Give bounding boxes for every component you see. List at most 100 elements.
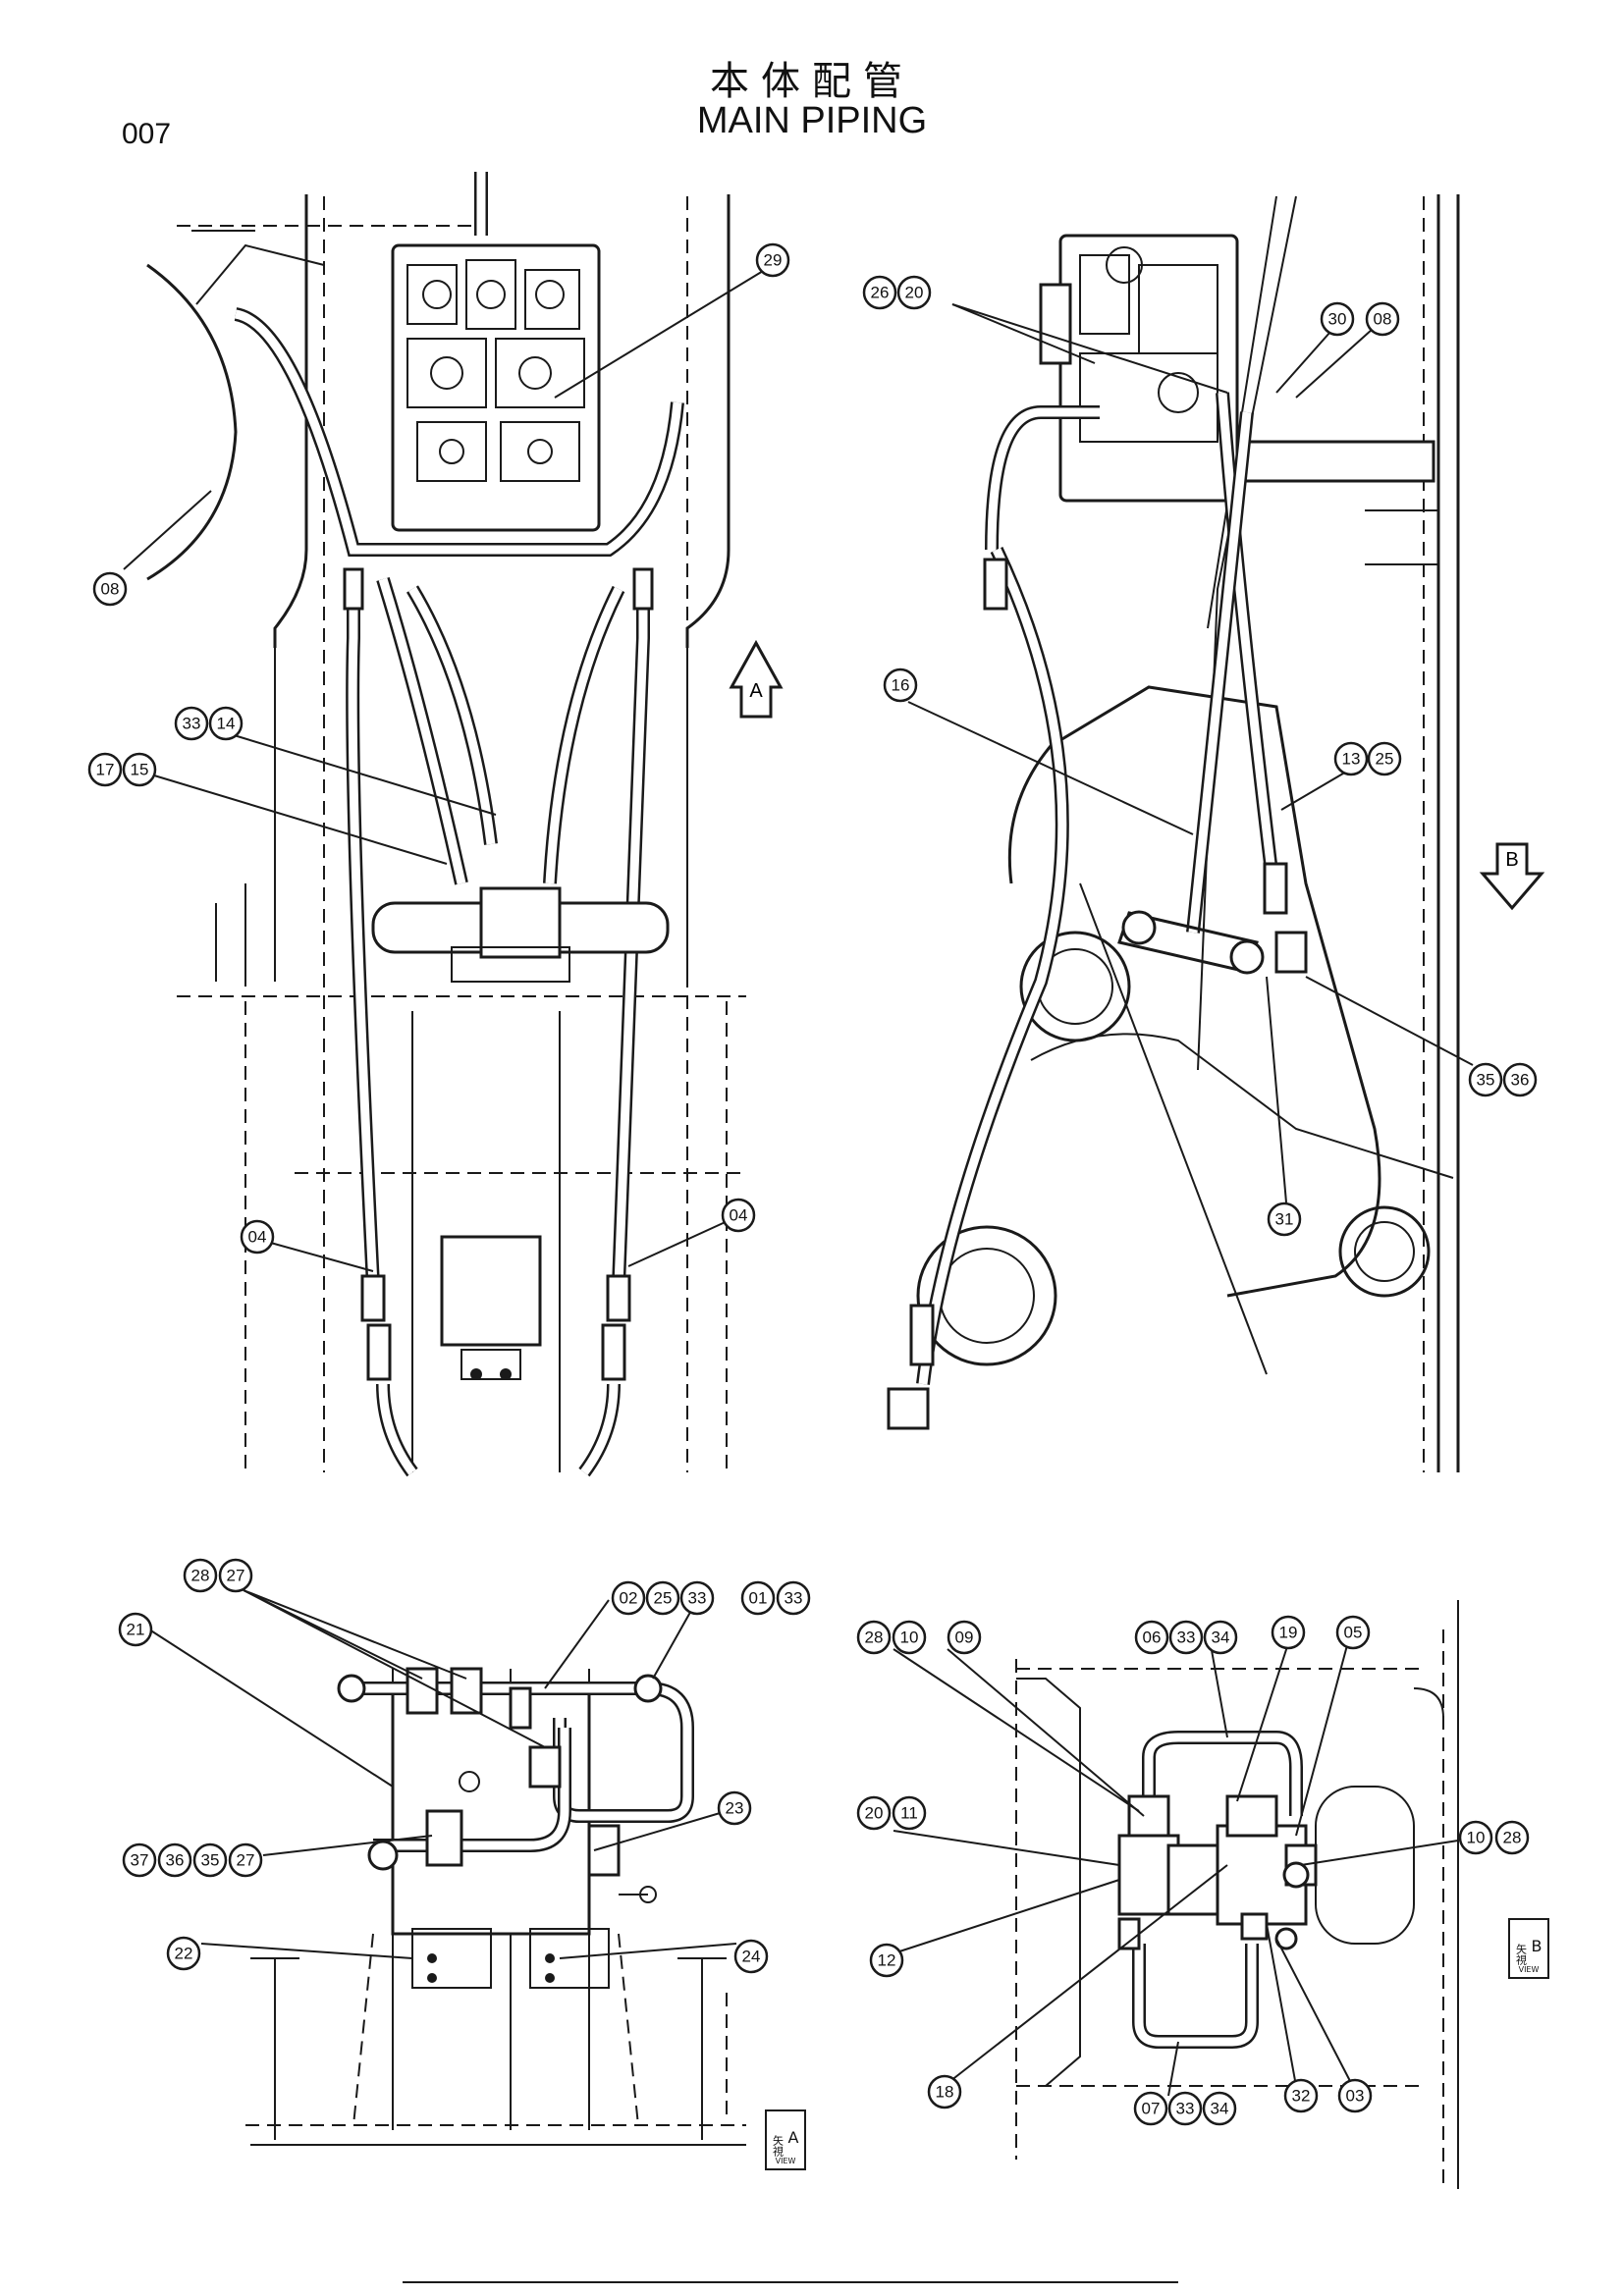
top-right-view: B [887,194,1545,1472]
callout-balloon: 08 [92,571,128,607]
svg-text:25: 25 [1376,750,1394,769]
svg-text:08: 08 [101,580,120,599]
callout-balloon: 19 [1271,1615,1306,1650]
svg-text:B: B [1532,1937,1543,1955]
svg-text:11: 11 [900,1804,918,1823]
callout-balloon: 36 [1502,1062,1538,1097]
page-title: MAIN PIPING [696,100,928,141]
callout-balloon: 33 [776,1580,811,1616]
callout-balloon: 28 [856,1620,892,1655]
callout-balloon: 22 [166,1936,201,1971]
svg-text:28: 28 [1503,1829,1522,1847]
callout-balloon: 35 [192,1842,228,1878]
svg-text:A: A [788,2128,799,2147]
svg-text:18: 18 [936,2083,954,2102]
page-title-japanese: 本体配管 [710,59,914,104]
callouts-top-left: 08 29 33 14 17 15 04 04 [87,242,790,1255]
svg-text:20: 20 [905,284,924,302]
callout-balloon: 20 [896,275,932,310]
svg-text:24: 24 [742,1948,761,1966]
svg-text:23: 23 [726,1799,744,1818]
callout-balloon: 34 [1202,2091,1237,2126]
callout-leaders [123,264,1474,2097]
callout-balloon: 28 [183,1558,218,1593]
top-left-view: A [146,172,784,1477]
callout-balloon: 25 [1367,741,1402,776]
svg-text:27: 27 [227,1567,245,1585]
svg-text:30: 30 [1328,310,1347,329]
view-a: 矢視 A VIEW [245,1667,806,2170]
svg-text:10: 10 [900,1629,919,1647]
svg-text:01: 01 [749,1589,768,1608]
svg-text:17: 17 [96,761,115,779]
callout-balloon: 24 [733,1939,769,1974]
svg-text:35: 35 [1477,1071,1495,1090]
callout-balloon: 05 [1335,1615,1371,1650]
svg-text:33: 33 [785,1589,803,1608]
callout-balloon: 34 [1203,1620,1238,1655]
callout-balloon: 11 [892,1795,927,1831]
callout-balloon: 10 [892,1620,927,1655]
svg-text:36: 36 [1511,1071,1530,1090]
svg-text:矢視: 矢視 [1515,1943,1528,1966]
svg-text:06: 06 [1143,1629,1162,1647]
callout-balloon: 07 [1133,2091,1168,2126]
svg-text:35: 35 [201,1851,220,1870]
callouts-view-a: 28 27 21 02 25 33 01 33 23 37 36 35 27 2… [118,1558,811,1974]
callout-balloon: 02 [611,1580,646,1616]
callout-balloon: 33 [174,706,209,741]
callout-balloon: 14 [208,706,244,741]
svg-text:04: 04 [730,1206,748,1225]
callout-balloon: 23 [717,1790,752,1826]
callout-balloon: 37 [122,1842,157,1878]
arrow-a-label: A [749,680,763,702]
callout-balloon: 03 [1337,2078,1373,2113]
callout-balloon: 25 [645,1580,680,1616]
callout-balloon: 18 [927,2074,962,2109]
svg-text:33: 33 [688,1589,707,1608]
callout-balloon: 10 [1458,1820,1493,1855]
callout-balloon: 06 [1134,1620,1169,1655]
svg-text:29: 29 [764,251,783,270]
callout-balloon: 29 [755,242,790,278]
arrow-b-label: B [1505,849,1518,871]
callout-balloon: 33 [1167,2091,1203,2126]
callout-balloon: 33 [679,1580,715,1616]
svg-text:10: 10 [1467,1829,1486,1847]
callout-balloon: 04 [240,1219,275,1255]
svg-text:31: 31 [1275,1210,1294,1229]
svg-text:16: 16 [892,676,910,695]
svg-text:32: 32 [1292,2087,1311,2106]
callout-balloon: 31 [1267,1201,1302,1237]
svg-text:33: 33 [1176,2100,1195,2118]
callout-balloon: 30 [1320,301,1355,337]
callout-balloon: 08 [1365,301,1400,337]
svg-text:03: 03 [1346,2087,1365,2106]
callout-balloon: 27 [228,1842,263,1878]
callout-balloon: 26 [862,275,897,310]
page-number: 007 [122,118,172,150]
callouts-top-right: 26 20 30 08 16 13 25 35 36 31 [862,275,1538,1237]
svg-text:08: 08 [1374,310,1392,329]
callout-balloon: 21 [118,1612,153,1647]
callout-balloon: 35 [1468,1062,1503,1097]
svg-text:07: 07 [1142,2100,1161,2118]
svg-text:25: 25 [654,1589,673,1608]
callout-balloon: 09 [947,1620,982,1655]
callout-balloon: 01 [740,1580,776,1616]
view-b-label: 矢視 B VIEW [1508,1918,1549,1979]
svg-text:13: 13 [1342,750,1361,769]
callout-balloon: 20 [856,1795,892,1831]
callout-balloon: 36 [157,1842,192,1878]
svg-text:27: 27 [237,1851,255,1870]
callout-balloon: 12 [869,1943,904,1978]
callouts-view-b: 28 10 09 06 33 34 19 05 20 11 10 28 12 1… [856,1615,1530,2126]
svg-text:36: 36 [166,1851,185,1870]
svg-text:28: 28 [865,1629,884,1647]
svg-text:15: 15 [131,761,149,779]
view-b: 矢視 B VIEW [1015,1600,1549,2189]
svg-text:37: 37 [131,1851,149,1870]
callout-balloon: 13 [1333,741,1369,776]
svg-text:05: 05 [1344,1624,1363,1642]
